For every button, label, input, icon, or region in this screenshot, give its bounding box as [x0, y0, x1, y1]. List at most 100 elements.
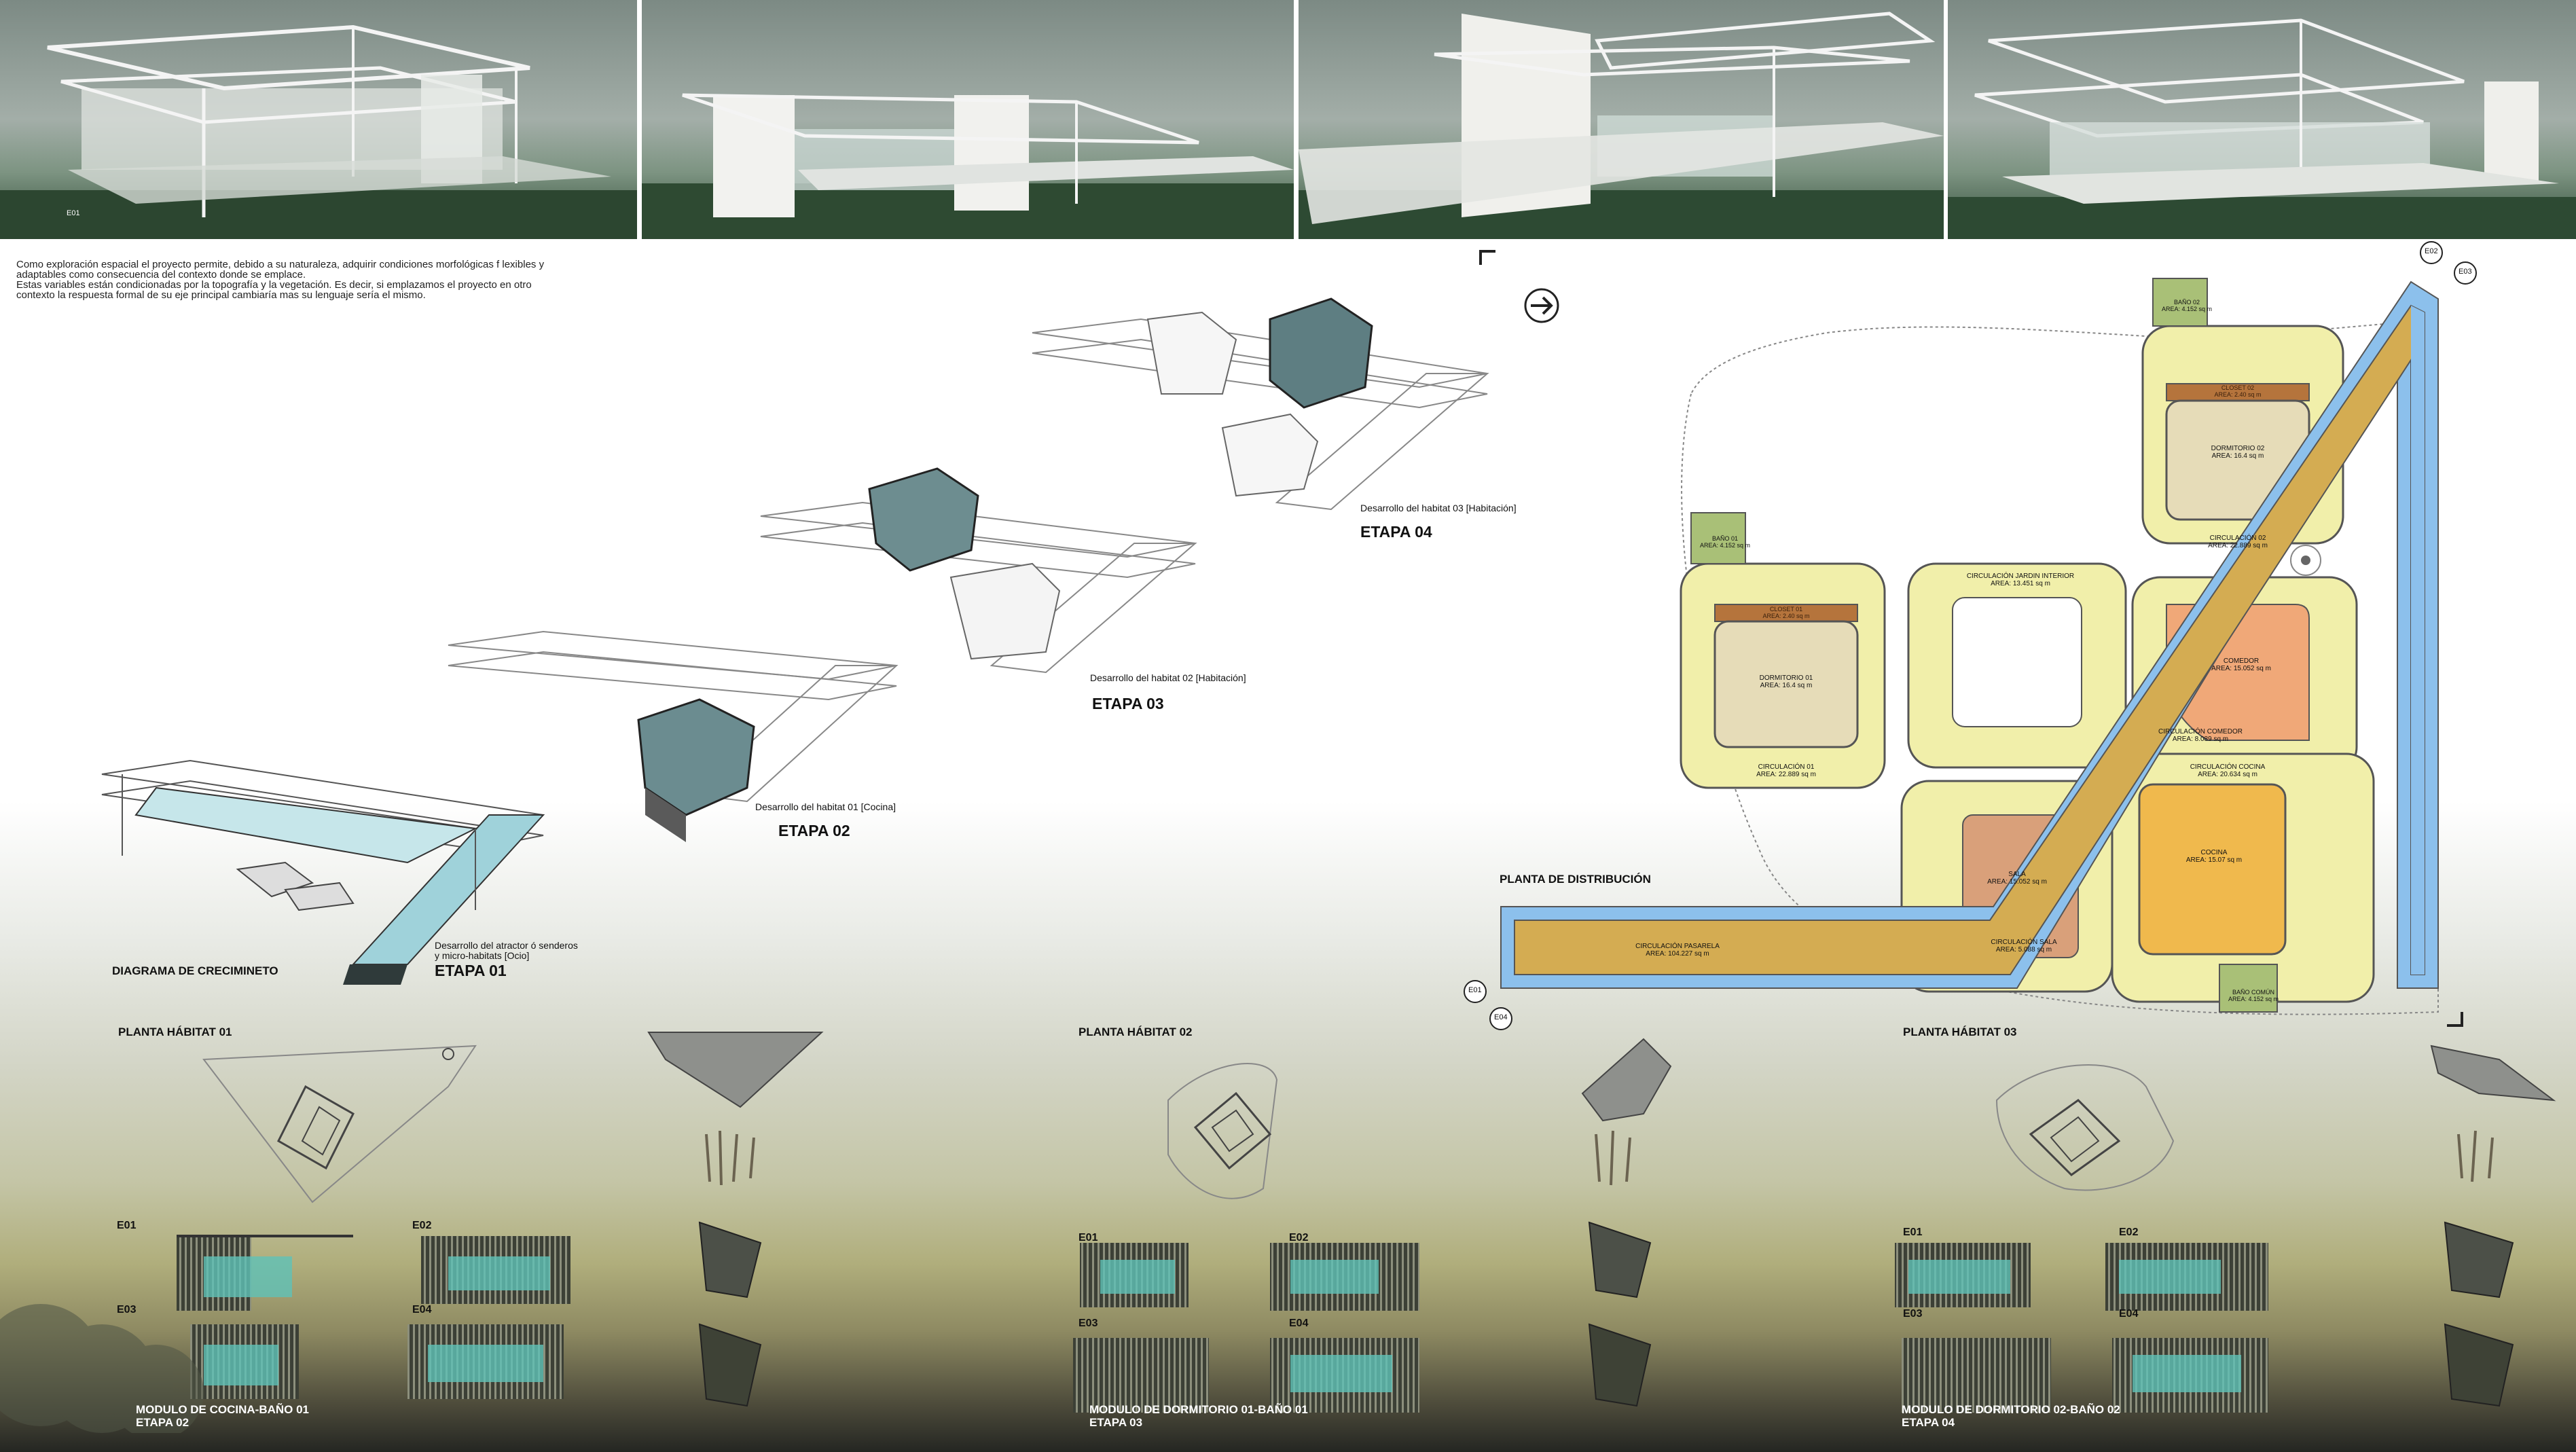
habitat02-roof-plan [1581, 1038, 1672, 1122]
plan-e04-label: E04 [1494, 1013, 1508, 1021]
module3-elevations [1895, 1221, 2514, 1413]
render-image-4 [1948, 0, 2576, 239]
m1-e03: E03 [117, 1304, 137, 1315]
frame-corner-tl [1479, 250, 1495, 265]
stage01-desc-1: Desarrollo del atractor ó senderos [435, 940, 578, 951]
m1-e01: E01 [117, 1220, 137, 1231]
dormitorio-01-room [1713, 620, 1859, 748]
cocina-room [2138, 783, 2287, 956]
render-image-1 [0, 0, 637, 239]
section-marker-e04 [1489, 1007, 1512, 1030]
elevations-strip [0, 1221, 2514, 1433]
m2-e01: E01 [1078, 1232, 1098, 1244]
tree-icon [2301, 556, 2310, 565]
closet-02-room [2166, 383, 2310, 401]
stage01-label: ETAPA 01 [435, 962, 507, 979]
section-marker-e01 [1464, 980, 1487, 1003]
m3-e04: E04 [2119, 1308, 2139, 1320]
habitat03-plan [1995, 1064, 2175, 1191]
render-panel-4 [1948, 0, 2576, 239]
stage02-label: ETAPA 02 [778, 822, 850, 839]
axon-stage-03 [760, 467, 1197, 674]
intro-line-3: Estas variables están condicionadas por … [16, 279, 532, 291]
m2-e02: E02 [1289, 1232, 1309, 1244]
intro-line-1: Como exploración espacial el proyecto pe… [16, 259, 545, 270]
axon-stage-01 [101, 759, 545, 985]
axon-stage-02 [448, 630, 899, 842]
habitat03-roof-plan [2430, 1045, 2556, 1102]
plan-e03-label: E03 [2459, 268, 2472, 276]
water-channel [1500, 280, 2439, 989]
jardin-void [1952, 597, 2082, 727]
render-panel-3 [1299, 0, 1944, 239]
habitat02-plan [1167, 1063, 1278, 1199]
m2-e04: E04 [1289, 1318, 1309, 1329]
stage04-label: ETAPA 04 [1360, 523, 1432, 541]
stage04-desc: Desarrollo del habitat 03 [Habitación] [1360, 503, 1517, 513]
section-marker-e02 [2420, 241, 2443, 264]
render-label: E01 [67, 209, 80, 217]
habitat01-title: PLANTA HÁBITAT 01 [118, 1026, 232, 1038]
section-marker-e03 [2454, 261, 2477, 285]
render-panel-2 [642, 0, 1294, 239]
module2-elevations [1073, 1221, 1652, 1413]
render-image-3 [1299, 0, 1944, 239]
module1-elevations [177, 1221, 762, 1407]
column-detail [705, 1130, 2494, 1186]
habitat02-title: PLANTA HÁBITAT 02 [1078, 1026, 1193, 1038]
bano-01-room [1690, 512, 1746, 564]
distribution-plan [1464, 241, 2477, 1030]
axon-stage-04 [1032, 297, 1489, 511]
bano-02-room [2152, 278, 2208, 327]
stage03-desc: Desarrollo del habitat 02 [Habitación] [1090, 672, 1246, 683]
intro-paragraph: Como exploración espacial el proyecto pe… [16, 259, 661, 300]
intro-line-4: contexto la respuesta formal de su eje p… [16, 289, 426, 301]
closet-01-room [1714, 604, 1858, 622]
m3-e01: E01 [1903, 1227, 1923, 1238]
m2-e03: E03 [1078, 1318, 1098, 1329]
m1-e02: E02 [412, 1220, 432, 1231]
stage01-desc-2: y micro-habitats [Ocio] [435, 950, 530, 961]
habitat03-title: PLANTA HÁBITAT 03 [1903, 1026, 2017, 1038]
plan-title: PLANTA DE DISTRIBUCIÓN [1500, 873, 1651, 886]
stage02-desc: Desarrollo del habitat 01 [Cocina] [755, 801, 896, 812]
habitat01-plan [202, 1045, 477, 1203]
north-arrow-icon [1524, 288, 1559, 323]
bano-comun-room [2219, 964, 2278, 1013]
habitat01-roof-plan [647, 1032, 824, 1108]
diagram-title: DIAGRAMA DE CRECIMINETO [112, 964, 278, 977]
intro-line-2: adaptables como consecuencia del context… [16, 269, 306, 280]
plan-e02-label: E02 [2425, 247, 2438, 255]
tree-silhouette [0, 1304, 204, 1433]
frame-corner-br [2447, 1012, 2463, 1027]
m3-e02: E02 [2119, 1227, 2139, 1238]
render-image-2 [642, 0, 1294, 239]
stage03-label: ETAPA 03 [1092, 695, 1164, 712]
render-panel-1: E01 [0, 0, 637, 239]
water-strip [2411, 306, 2425, 975]
m1-e04: E04 [412, 1304, 432, 1315]
m3-e03: E03 [1903, 1308, 1923, 1320]
growth-diagram [101, 297, 1489, 985]
habitat-plans-strip [202, 1032, 2556, 1203]
plan-e01-label: E01 [1468, 986, 1482, 994]
